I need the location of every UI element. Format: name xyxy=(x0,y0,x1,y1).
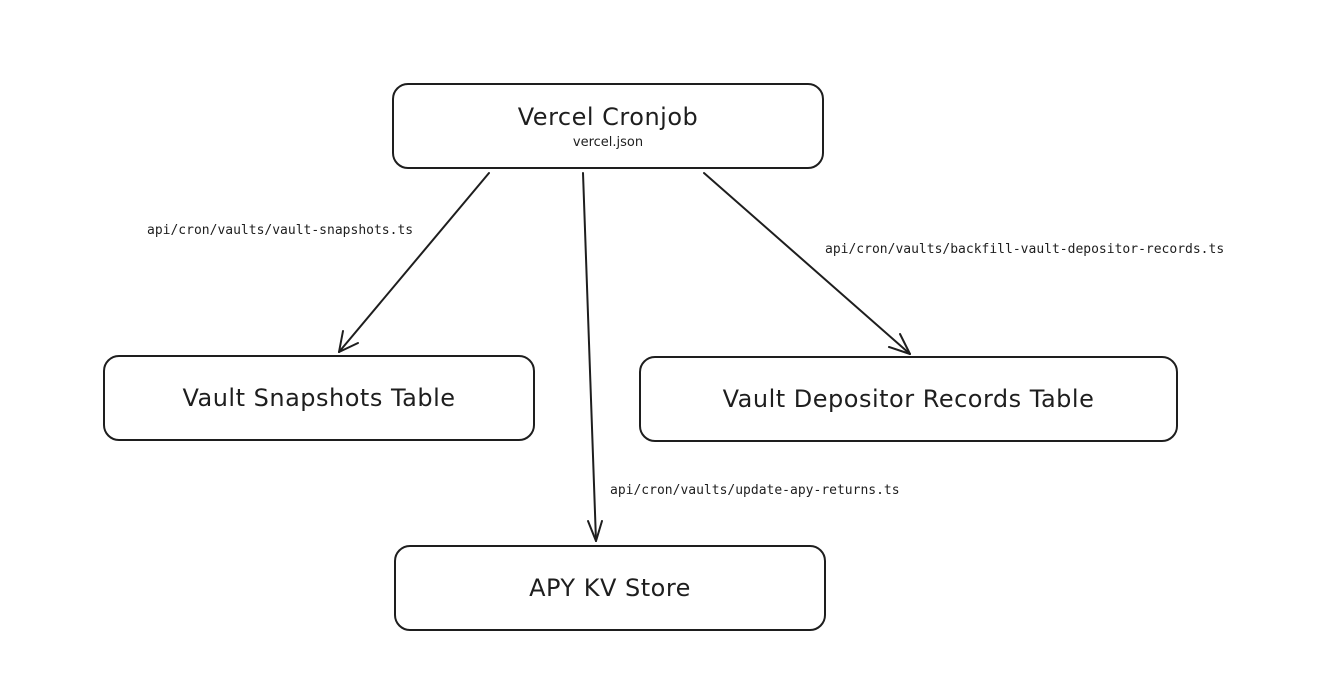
arrow-cron-to-apy xyxy=(582,172,603,542)
edge-label-vault-snapshots: api/cron/vaults/vault-snapshots.ts xyxy=(147,223,414,238)
vault-depositor-records-table-title: Vault Depositor Records Table xyxy=(722,385,1095,413)
vercel-cronjob-title: Vercel Cronjob xyxy=(517,102,699,131)
edge-label-backfill-depositor-records: api/cron/vaults/backfill-vault-depositor… xyxy=(825,242,1225,257)
arrow-cron-to-depositor xyxy=(703,172,911,355)
apy-kv-store-title: APY KV Store xyxy=(529,574,691,602)
vercel-cronjob-node[interactable]: Vercel Cronjob vercel.json xyxy=(392,83,824,169)
vault-snapshots-table-title: Vault Snapshots Table xyxy=(182,384,456,412)
vault-snapshots-table-node[interactable]: Vault Snapshots Table xyxy=(103,355,535,441)
apy-kv-store-node[interactable]: APY KV Store xyxy=(394,545,826,631)
vercel-json-label: vercel.json xyxy=(572,134,644,150)
edge-label-update-apy-returns: api/cron/vaults/update-apy-returns.ts xyxy=(610,483,900,498)
vault-depositor-records-table-node[interactable]: Vault Depositor Records Table xyxy=(639,356,1178,442)
arrow-cron-to-snapshots xyxy=(338,172,490,353)
